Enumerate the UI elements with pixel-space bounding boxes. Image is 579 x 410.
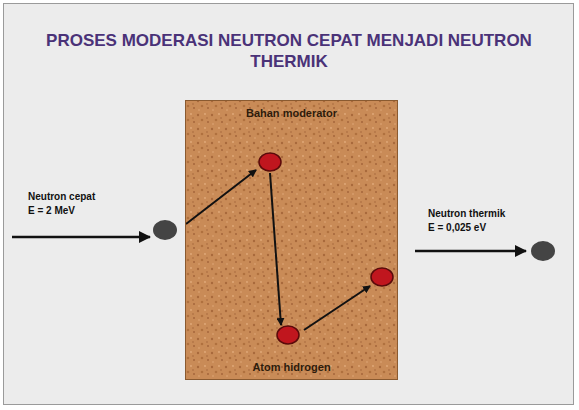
neutron-label: Neutron thermik [428,208,505,219]
path-arrow [270,173,281,325]
fast-neutron [153,220,177,240]
neutron-label: Neutron cepat [28,191,95,202]
moderator-box: Bahan moderatorAtom hidrogen [185,100,398,380]
incoming-arrow [12,236,150,239]
diagram-title: PROSES MODERASI NEUTRON CEPAT MENJADI NE… [39,30,539,72]
path-arrow [186,170,256,224]
hydrogen-atom [259,153,281,171]
box-caption: Atom hidrogen [186,361,397,373]
hydrogen-atom [371,268,393,286]
path-arrow [304,286,370,330]
moderator-fill [185,100,398,380]
hydrogen-atom [277,326,299,344]
outgoing-arrow [415,250,526,253]
neutron-label: E = 0,025 eV [428,222,486,233]
box-heading: Bahan moderator [186,107,397,119]
neutron-label: E = 2 MeV [28,205,75,216]
thermal-neutron [531,241,555,261]
